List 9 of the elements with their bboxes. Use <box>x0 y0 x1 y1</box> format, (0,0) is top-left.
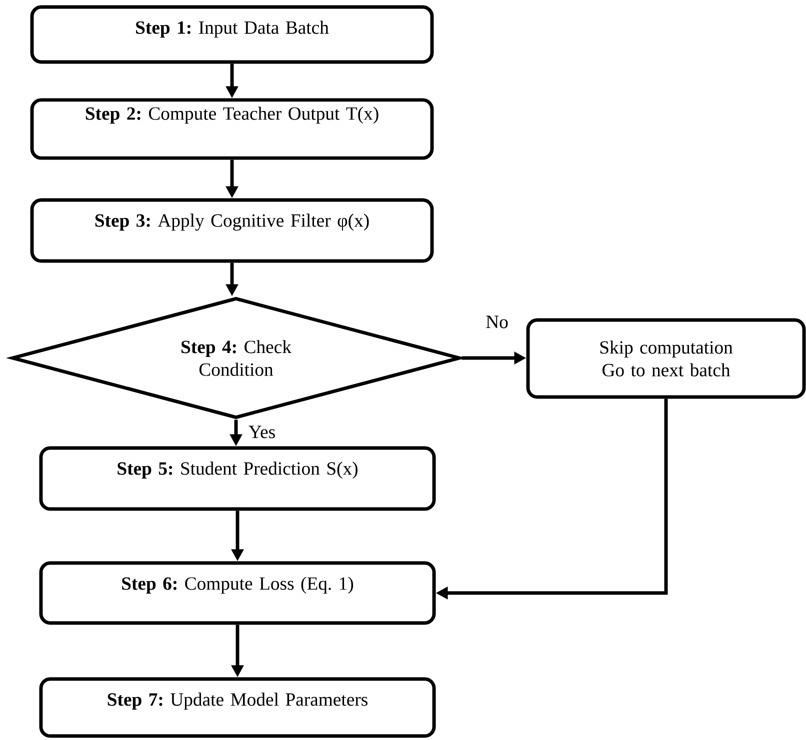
edge-label: No <box>484 314 510 330</box>
process-box: Skip computation Go to next batch <box>526 318 806 399</box>
edge-label: Yes <box>247 424 277 440</box>
process-box: Step 7: Update Model Parameters <box>39 677 436 738</box>
process-box: Step 3: Apply Cognitive Filter φ(x) <box>30 198 434 263</box>
process-box: Step 5: Student Prediction S(x) <box>39 446 436 511</box>
process-box: Step 6: Compute Loss (Eq. 1) <box>39 561 436 625</box>
process-box: Step 2: Compute Teacher Output T(x) <box>30 98 434 160</box>
process-box: Step 1: Input Data Batch <box>30 5 434 64</box>
